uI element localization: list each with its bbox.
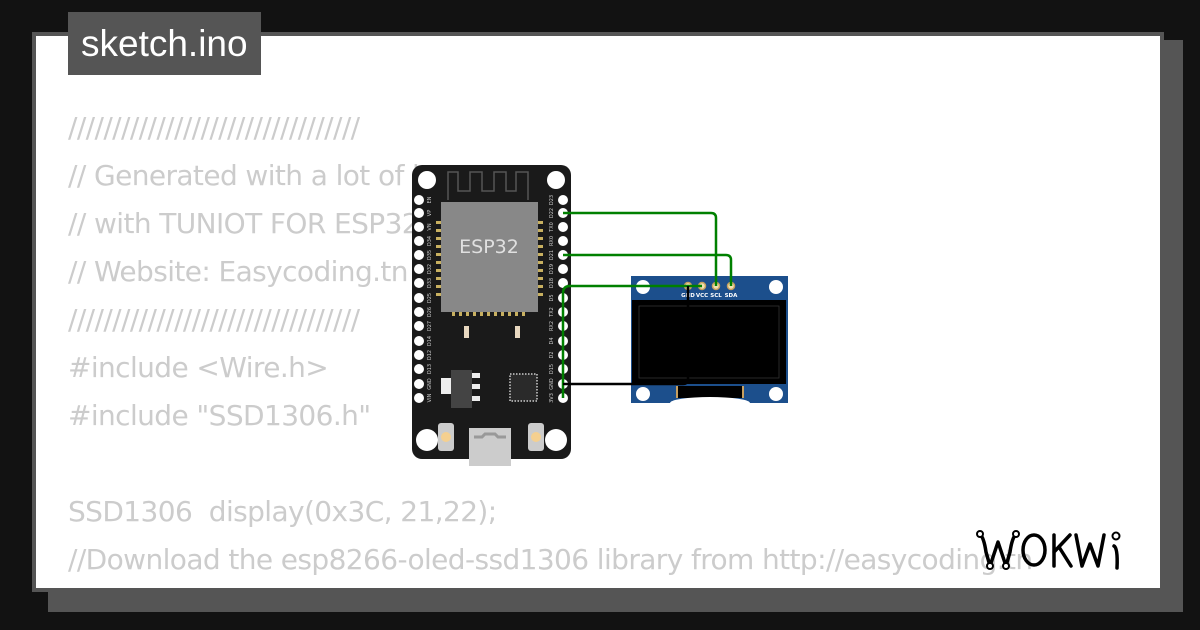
code-card: /////////////////////////////////// Gene… [32,32,1164,592]
pin-label: VP [427,210,433,216]
file-tab: sketch.ino [68,12,261,75]
pin-label: D5 [549,294,555,301]
pin-label: TX2 [549,307,555,318]
oled-pin-label: VCC [696,293,708,299]
oled-display-module[interactable]: GND VCC SCL SDA [631,276,788,409]
oled-pin-label: SCL [710,293,722,299]
wokwi-logo: WOKWI [976,528,1121,570]
pin-label: D12 [427,350,433,360]
wires[interactable] [561,211,733,398]
pin-label: D35 [427,250,433,260]
code-line: SSD1306 display(0x3C, 21,22); [68,495,497,528]
esp32-left-pins[interactable] [414,195,424,403]
oled-pin-label: SDA [725,293,739,299]
pin-label: D33 [427,278,433,288]
pin-label: D22 [549,208,555,218]
pin-label: 3V3 [549,393,555,403]
pin-label: D4 [549,337,555,344]
pin-label: EN [427,196,433,203]
pin-label: D14 [427,336,433,346]
code-line: ///////////////////////////////// [68,303,360,336]
pin-label: D18 [549,278,555,288]
pin-label: D19 [549,264,555,274]
pin-label: VN [427,223,433,230]
code-line: #include <Wire.h> [68,351,329,384]
esp32-chip-label: ESP32 [459,236,519,258]
wire-gnd[interactable] [563,286,690,386]
code-line: #include "SSD1306.h" [68,399,371,432]
wire-sda[interactable] [563,253,733,286]
oled-screen [632,300,786,384]
pin-label: TX0 [549,222,555,233]
pin-label: RX0 [549,236,555,246]
pin-label: GND [549,378,555,390]
code-line: // Website: Easycoding.tn // [68,255,476,288]
pin-label: D2 [549,351,555,358]
code-line: ///////////////////////////////// [68,111,360,144]
pin-label: D21 [549,250,555,260]
wire-vcc[interactable] [561,284,702,398]
pin-label: D25 [427,293,433,303]
code-line: // with TUNIOT FOR ESP32 // [68,207,479,240]
esp32-module [441,202,538,312]
pin-label: D26 [427,307,433,317]
pin-label: D27 [427,321,433,331]
esp32-board[interactable]: ESP32 [412,165,571,466]
pin-label: GND [427,378,433,390]
logo-text: WOKWI [976,528,980,529]
pin-label: D32 [427,264,433,274]
pin-label: D15 [549,364,555,374]
pin-label: D23 [549,195,555,205]
pin-label: D34 [427,236,433,246]
pin-label: RX2 [549,321,555,331]
pin-label: VIN [427,393,433,402]
pin-label: D13 [427,364,433,374]
wire-scl[interactable] [563,211,718,286]
